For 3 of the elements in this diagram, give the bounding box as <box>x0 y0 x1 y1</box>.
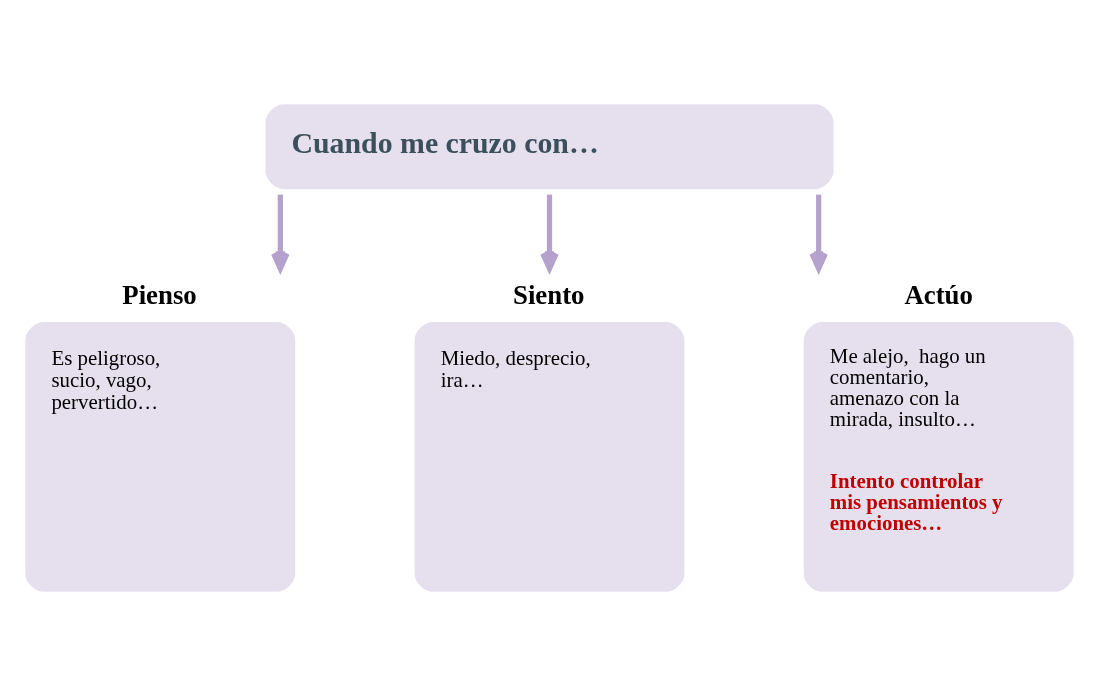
node-label: Pienso <box>122 279 197 310</box>
node-label: Siento <box>512 279 585 310</box>
node-label: Actúo <box>904 279 973 310</box>
